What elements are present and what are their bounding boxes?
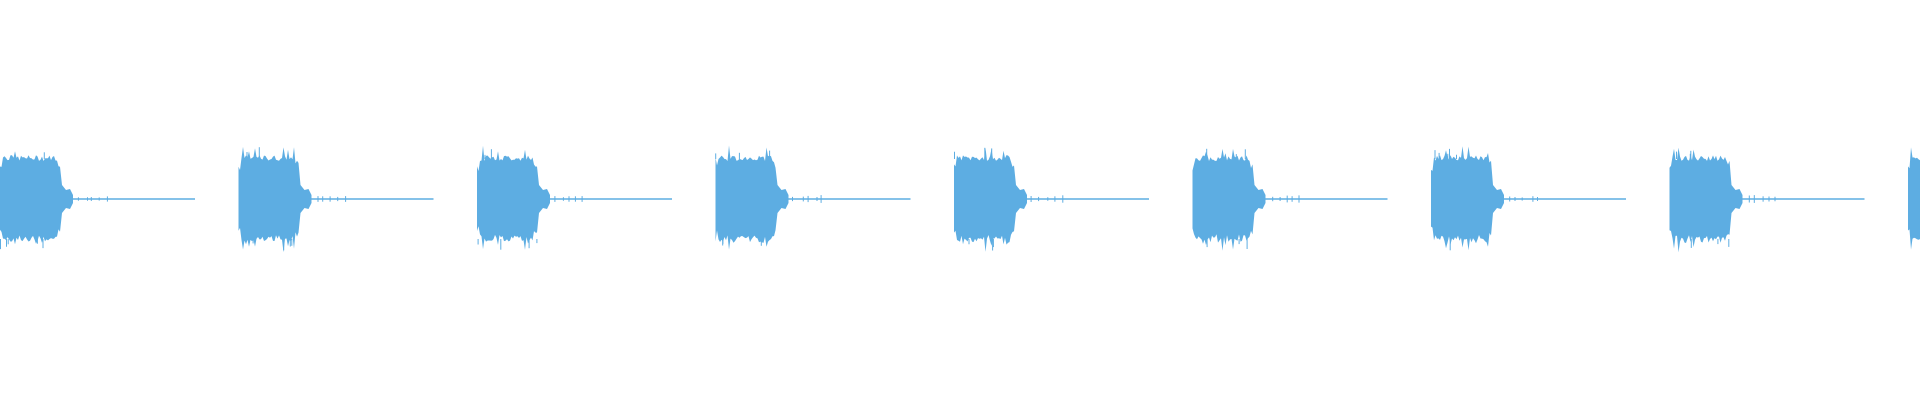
audio-burst (238, 146, 434, 253)
burst-block (1192, 148, 1266, 251)
burst-block (0, 151, 73, 245)
audio-burst (1908, 147, 1920, 250)
burst-block (715, 145, 789, 250)
audio-burst (1431, 146, 1626, 251)
audio-burst (0, 151, 195, 250)
burst-block (238, 146, 312, 253)
audio-burst (477, 145, 672, 250)
burst-block (1908, 147, 1920, 250)
burst-block (1669, 147, 1743, 253)
audio-burst (954, 147, 1149, 252)
burst-block (954, 147, 1027, 252)
audio-burst (1192, 148, 1388, 251)
burst-block (477, 145, 550, 250)
audio-burst (715, 145, 911, 250)
burst-block (1431, 146, 1504, 251)
audio-burst (1669, 147, 1865, 253)
